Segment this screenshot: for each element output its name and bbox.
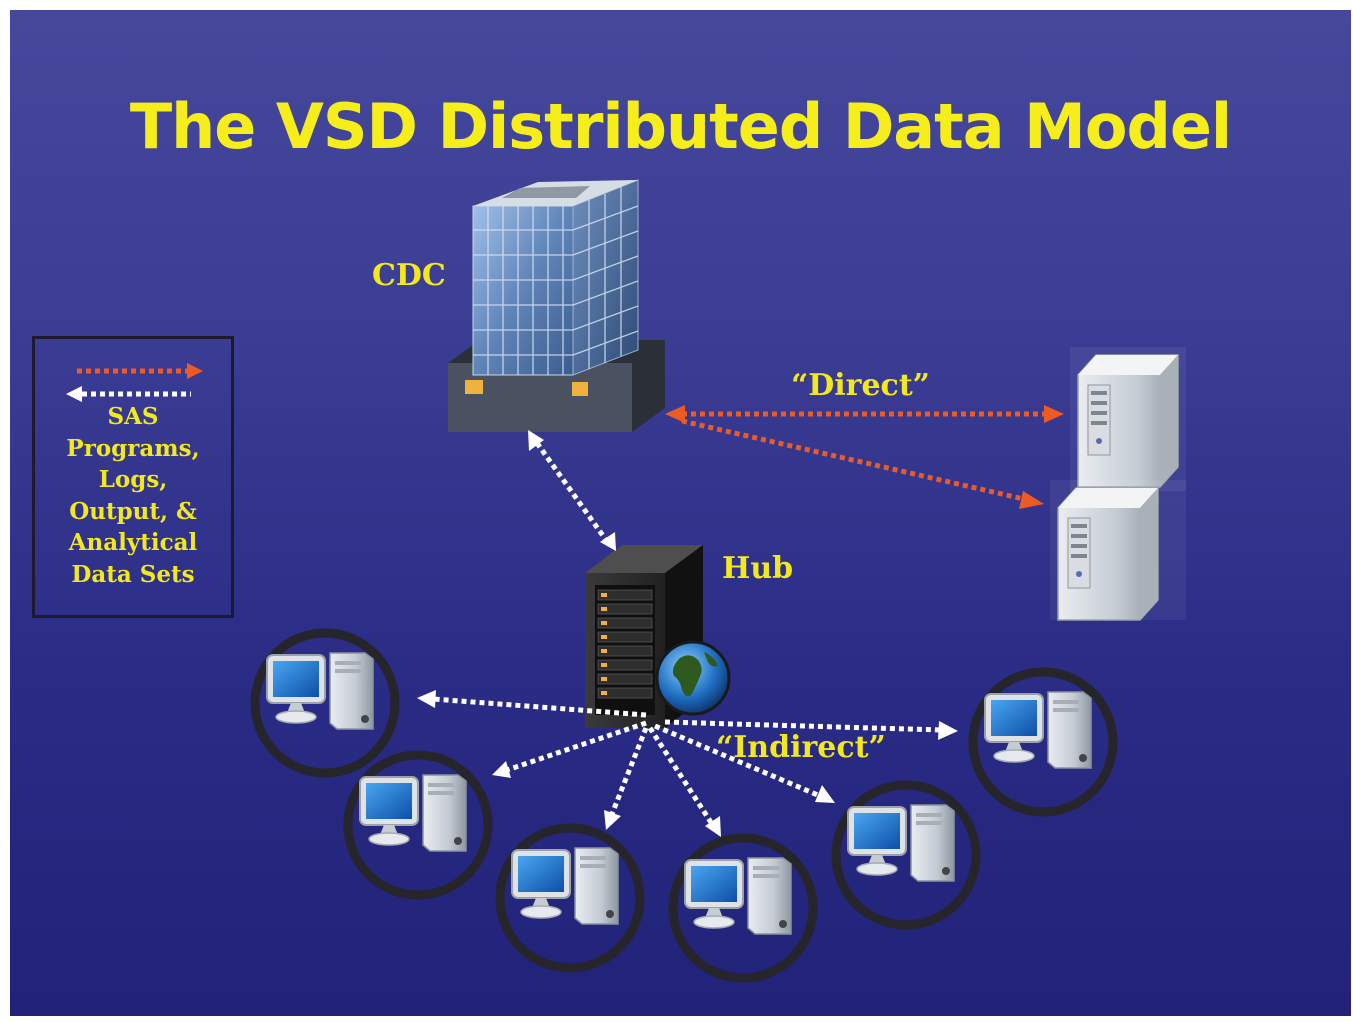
slide: The VSD Distributed Data Model	[10, 10, 1351, 1016]
legend: SAS Programs, Logs, Output, & Analytical…	[32, 336, 234, 618]
legend-description: SAS Programs, Logs, Output, & Analytical…	[35, 401, 231, 590]
legend-arrows	[66, 363, 203, 402]
cdc-label: CDC	[372, 258, 446, 293]
legend-line: Data Sets	[71, 560, 195, 588]
desktop-computer-icon	[973, 672, 1113, 812]
desktop-computer-icon	[348, 755, 488, 895]
direct-arrowheads	[665, 405, 1064, 509]
globe-icon	[655, 640, 731, 716]
desktop-computer-icon	[836, 785, 976, 925]
office-building-icon	[448, 179, 665, 432]
indirect-label: “Indirect”	[716, 730, 886, 765]
page-title: The VSD Distributed Data Model	[129, 90, 1232, 163]
direct-connection-arrows	[681, 411, 1048, 503]
desktop-computer-icon	[500, 828, 640, 968]
direct-label: “Direct”	[791, 368, 930, 403]
desktop-computer-icon	[673, 838, 813, 978]
network-diagram	[66, 179, 1186, 1016]
indirect-connection-arrows	[432, 441, 943, 826]
legend-line: Logs,	[98, 466, 168, 493]
legend-line: Programs,	[66, 434, 200, 462]
legend-line: SAS	[107, 403, 159, 430]
legend-line: Analytical	[68, 529, 198, 556]
hub-label: Hub	[722, 551, 794, 586]
legend-line: Output, &	[69, 497, 197, 525]
server-tower-icon	[1050, 480, 1186, 621]
desktop-computer-icon	[255, 633, 395, 773]
indirect-arrowheads	[417, 430, 958, 837]
server-tower-icon	[1070, 347, 1186, 491]
